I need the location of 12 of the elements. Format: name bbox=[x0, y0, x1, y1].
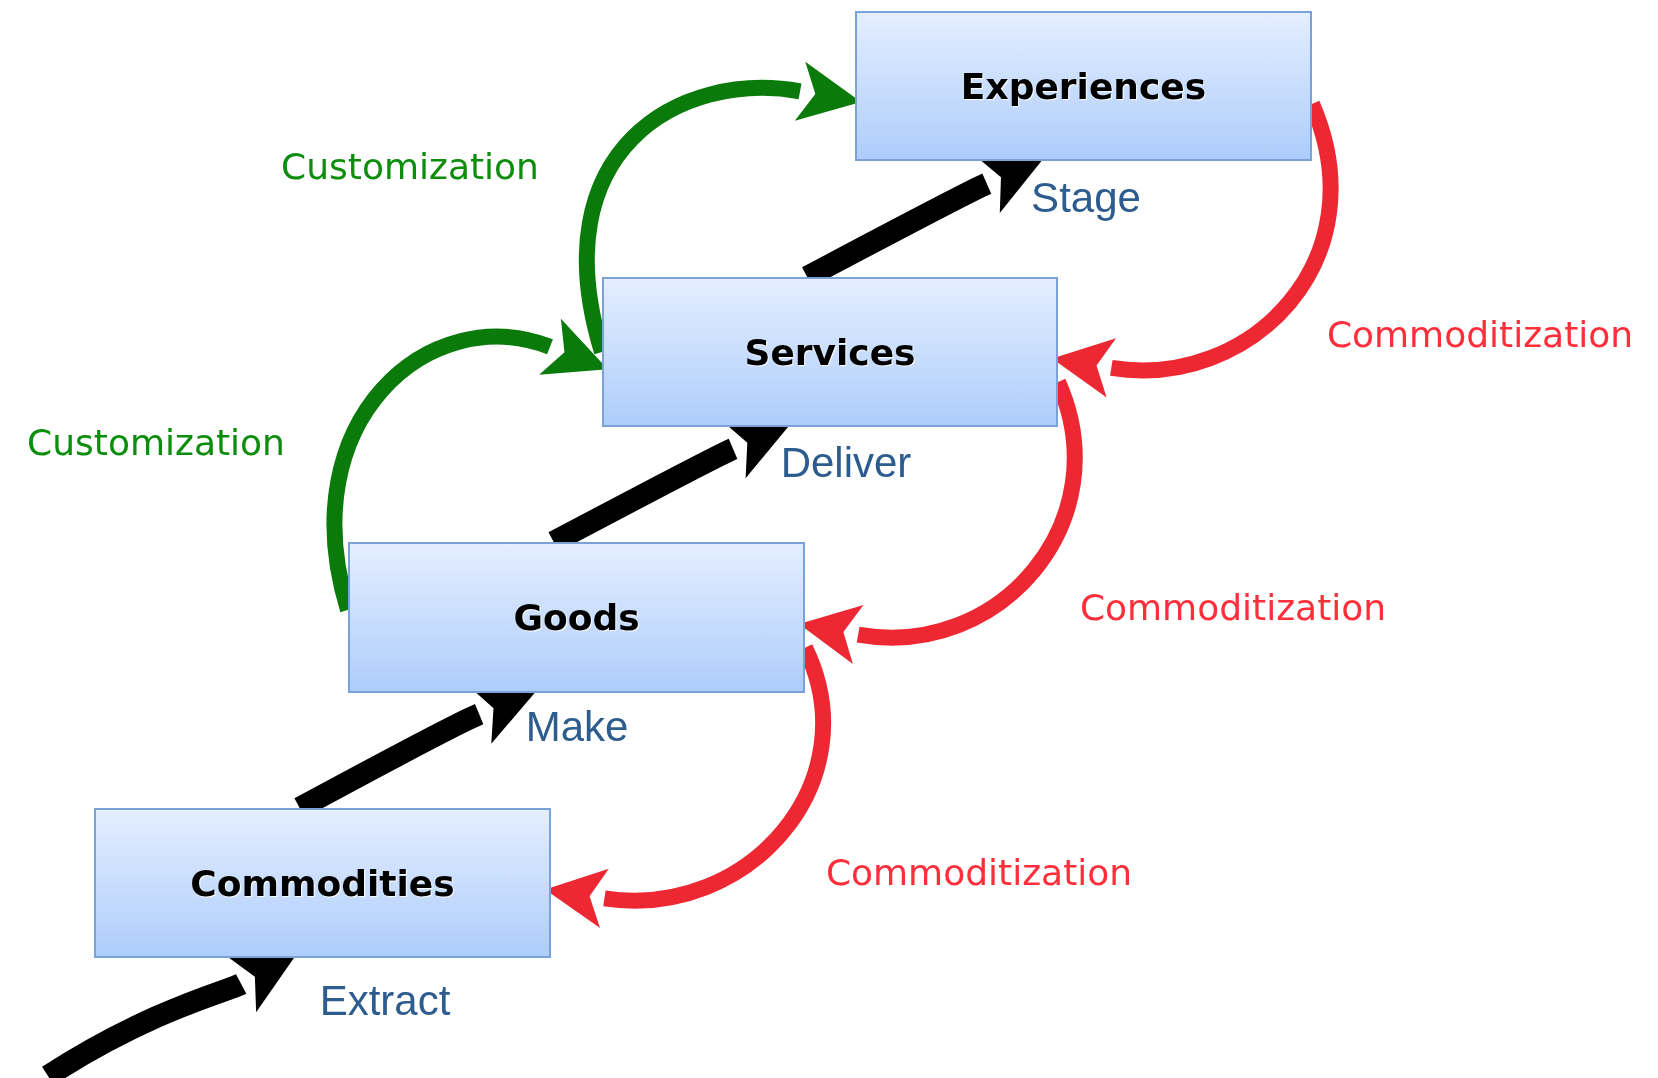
stage-box bbox=[94, 808, 551, 958]
stage-title: Experiences bbox=[960, 65, 1207, 107]
stage-box bbox=[855, 11, 1312, 161]
stage-title: Goods bbox=[513, 597, 640, 638]
stage-box bbox=[602, 277, 1058, 427]
activity-label: Extract bbox=[319, 977, 451, 1025]
activity-label: Stage bbox=[1031, 174, 1141, 222]
stage-title: Commodities bbox=[190, 862, 455, 904]
stage-box bbox=[348, 542, 805, 693]
activity-label: Deliver bbox=[780, 439, 912, 487]
stage-title: Services bbox=[744, 331, 916, 373]
activity-label: Make bbox=[525, 703, 629, 751]
